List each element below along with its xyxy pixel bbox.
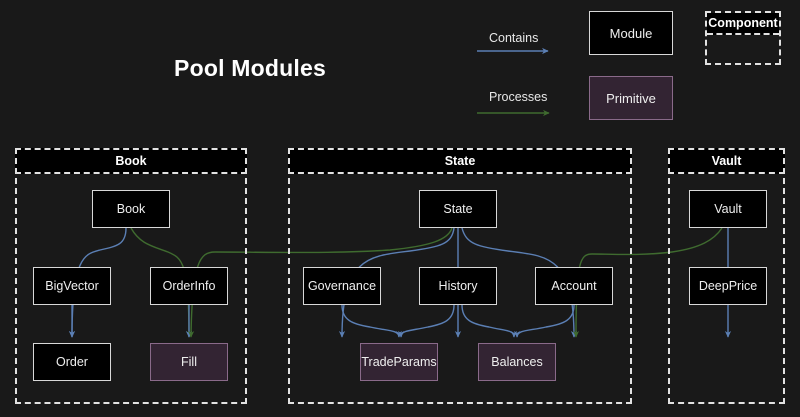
legend-node-primitive-label: Primitive [606,90,656,106]
node-bigvector-label: BigVector [45,279,99,293]
legend-component-box: Component [705,11,781,65]
node-governance-label: Governance [307,279,377,293]
cluster-state-title: State [288,148,632,174]
node-book[interactable]: Book [92,190,170,228]
node-deepprice[interactable]: DeepPrice [689,267,767,305]
node-bigvector[interactable]: BigVector [33,267,111,305]
cluster-book: Book [15,148,247,404]
node-account[interactable]: Account [535,267,613,305]
node-history-label: History [438,279,478,293]
legend-label-processes: Processes [489,90,548,104]
legend-node-module: Module [589,11,673,55]
legend-component-label: Component [707,13,779,35]
node-vault[interactable]: Vault [689,190,767,228]
node-order-label: Order [56,355,88,369]
node-vault-label: Vault [714,202,742,216]
node-deepprice-label: DeepPrice [698,279,758,293]
page-title: Pool Modules [174,55,326,81]
node-fill[interactable]: Fill [150,343,228,381]
node-state-label: State [443,202,473,216]
node-history[interactable]: History [419,267,497,305]
legend-label-contains: Contains [489,31,539,45]
node-orderinfo[interactable]: OrderInfo [150,267,228,305]
cluster-book-title: Book [15,148,247,174]
legend-node-primitive: Primitive [589,76,673,120]
node-tradeparams-label: TradeParams [361,355,437,369]
legend-node-module-label: Module [609,25,653,41]
cluster-vault-title: Vault [668,148,785,174]
node-fill-label: Fill [181,355,197,369]
node-tradeparams[interactable]: TradeParams [360,343,438,381]
cluster-state: State [288,148,632,404]
node-orderinfo-label: OrderInfo [162,279,216,293]
node-state[interactable]: State [419,190,497,228]
node-balances[interactable]: Balances [478,343,556,381]
node-governance[interactable]: Governance [303,267,381,305]
node-order[interactable]: Order [33,343,111,381]
cluster-vault: Vault [668,148,785,404]
node-account-label: Account [551,279,597,293]
node-book-label: Book [116,202,146,216]
node-balances-label: Balances [491,355,543,369]
